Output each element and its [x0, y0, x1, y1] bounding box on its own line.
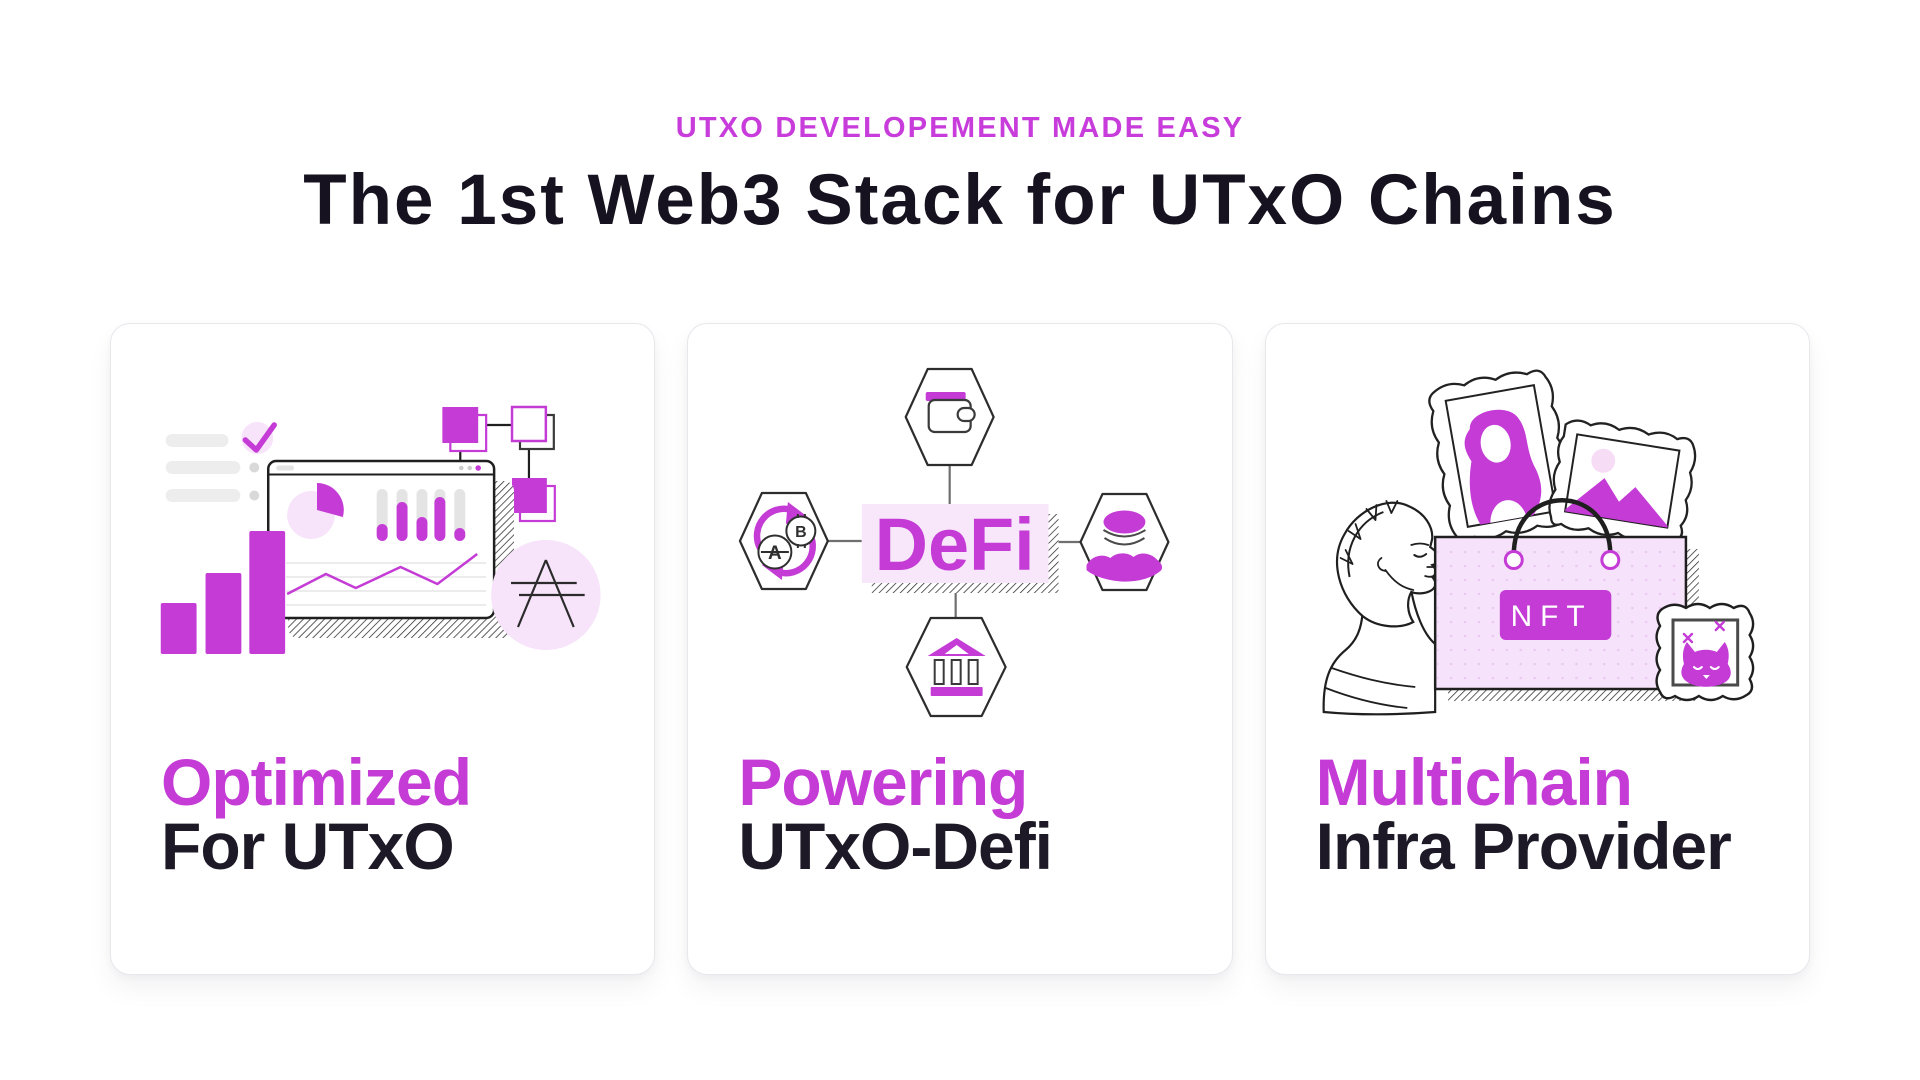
sparkle-icon — [1714, 620, 1725, 632]
line-chart-icon — [286, 553, 487, 606]
column-chart-icon — [376, 489, 466, 541]
cardano-symbol-icon — [491, 540, 601, 650]
nft-label-text: NFT — [1510, 600, 1592, 633]
cat-icon — [1681, 642, 1731, 687]
card-heading-dark: For UTxO — [161, 809, 455, 883]
bank-icon — [905, 616, 1008, 718]
card-optimized-for-utxo: Optimized For UTxO — [110, 323, 656, 975]
check-icon — [242, 422, 277, 453]
page-title: The 1st Web3 Stack for UTxO Chains — [303, 161, 1617, 240]
defi-label: DeFi — [862, 503, 1059, 593]
defi-diagram-illustration: A B — [739, 367, 1170, 718]
flowchart-nodes — [442, 405, 556, 523]
sparkle-icon — [1682, 632, 1693, 644]
checklist — [165, 422, 277, 502]
analytics-illustration — [160, 405, 601, 654]
card-powering-utxo-defi: A B — [687, 323, 1233, 975]
picture-frame-landscape — [1547, 419, 1696, 545]
defi-label-text: DeFi — [875, 503, 1035, 586]
card-heading-dark: UTxO-Defi — [738, 809, 1053, 883]
laurel-wreath — [1339, 500, 1398, 565]
shopping-bag: NFT — [1433, 498, 1699, 701]
eyebrow-text: UTXO DEVELOPEMENT MADE EASY — [675, 112, 1245, 144]
diagram-connectors — [828, 465, 1081, 618]
card-heading-accent: Powering — [738, 745, 1028, 819]
card-heading: Multichain Infra Provider — [1315, 745, 1732, 883]
card-heading-accent: Multichain — [1315, 745, 1633, 819]
browser-window — [266, 459, 515, 638]
card-multichain-infra: NFT Multichain Infra Provider — [1264, 323, 1810, 975]
token-swap-icon: A B — [739, 491, 830, 591]
sun-icon — [1590, 448, 1615, 473]
bag-handle — [1511, 498, 1613, 556]
card-heading-accent: Optimized — [161, 745, 472, 819]
bar-chart-icon — [160, 531, 286, 654]
nft-bag-illustration: NFT — [1322, 369, 1754, 716]
hand-coin-icon — [1079, 492, 1170, 592]
feature-cards-row: Optimized For UTxO — [110, 323, 1810, 975]
card-heading-dark: Infra Provider — [1315, 809, 1732, 883]
pie-chart-icon — [287, 483, 344, 539]
card-heading: Powering UTxO-Defi — [738, 745, 1053, 883]
wallet-icon — [904, 367, 996, 467]
closed-eye — [1412, 553, 1427, 558]
nft-label: NFT — [1499, 590, 1611, 640]
coin-a-label: A — [768, 543, 782, 564]
mountains-icon — [1564, 478, 1669, 528]
card-heading: Optimized For UTxO — [161, 745, 472, 883]
cat-stamp — [1655, 602, 1754, 702]
statue-bust — [1322, 500, 1443, 716]
coin-b-label: B — [795, 524, 807, 541]
